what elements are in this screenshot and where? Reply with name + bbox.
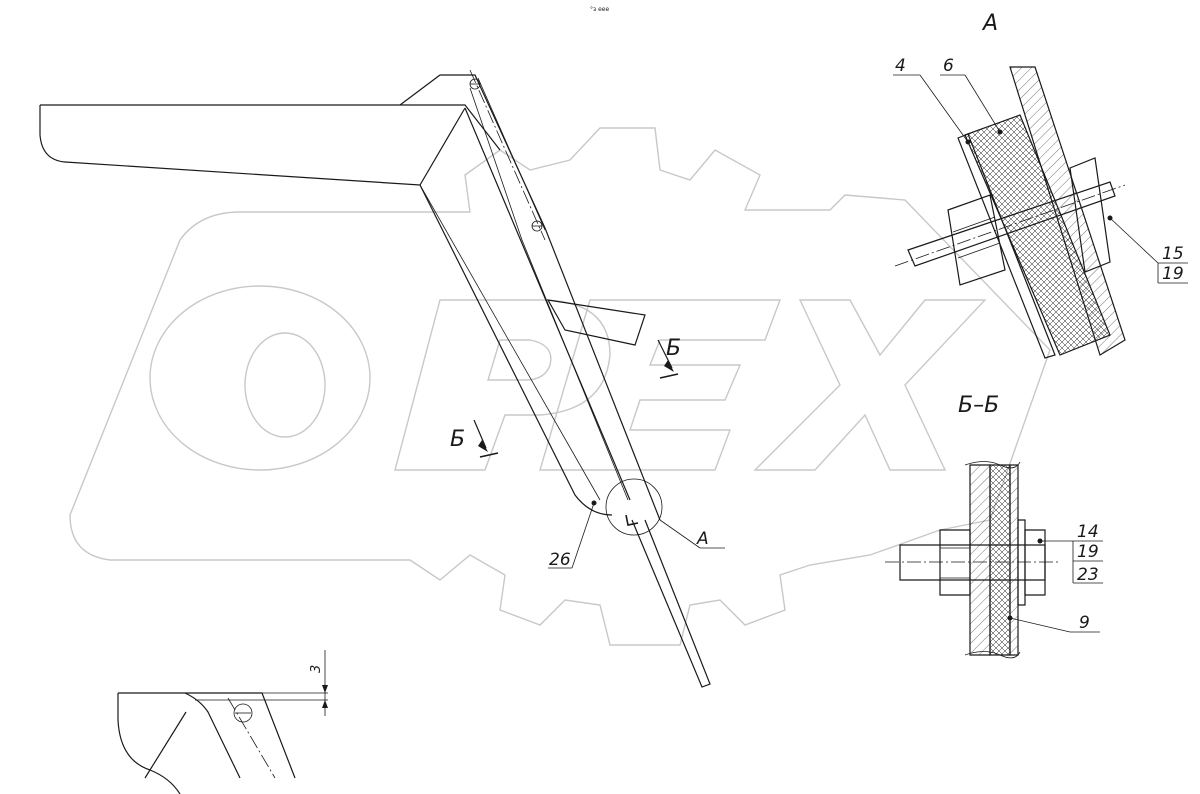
callout-23: 23 <box>1077 565 1099 585</box>
section-bb-view: Б–Б 14 19 23 9 <box>885 393 1103 659</box>
section-plate-left <box>969 464 991 656</box>
header-mark: °з еее <box>590 6 609 13</box>
section-nut <box>939 529 971 596</box>
detail-a-nut <box>947 194 1006 286</box>
watermark-letter-o-inner <box>244 332 326 438</box>
side-bracket <box>546 299 646 346</box>
callout-26-leader <box>571 502 595 569</box>
corner-top-edge <box>118 692 296 779</box>
callout-6: 6 <box>943 56 954 76</box>
detail-a-title: А <box>981 11 998 36</box>
rod-clip <box>625 514 639 526</box>
detail-a-pad <box>964 114 1111 356</box>
callout-15: 15 <box>1162 244 1184 264</box>
main-view-lever: Б Б А 26 <box>39 69 725 688</box>
hole-axis <box>469 69 546 241</box>
section-pad <box>989 464 1011 656</box>
watermark-gear <box>69 127 1051 646</box>
corner-break-line <box>117 693 181 794</box>
section-bolt-head <box>1024 529 1046 596</box>
watermark-letter-x <box>753 299 987 471</box>
detail-a-lever <box>957 133 1056 359</box>
dimension-3: 3 <box>309 665 324 673</box>
detail-a-circle <box>605 478 663 536</box>
detail-a-nut-right <box>1069 157 1111 273</box>
watermark-letter-o-outer <box>149 285 371 471</box>
cut-arrow-1 <box>657 339 673 369</box>
detail-a-ref: А <box>696 529 709 549</box>
section-bb-title: Б–Б <box>958 393 999 418</box>
detail-a-leader <box>659 519 701 549</box>
callout-19-a: 19 <box>1162 264 1184 284</box>
section-plate-right <box>1009 464 1019 656</box>
watermark-letter-e <box>539 299 782 471</box>
corner-hole <box>233 703 253 723</box>
cut-mark-2 <box>479 452 499 458</box>
callout-26: 26 <box>549 550 571 570</box>
callout-14: 14 <box>1077 522 1099 542</box>
callout-19-b: 19 <box>1077 542 1099 562</box>
corner-inner-line <box>144 711 187 779</box>
cut-label-2: Б <box>450 427 465 452</box>
detail-a-bolt <box>907 181 1116 267</box>
watermark-logo <box>69 127 1051 646</box>
lever-inner-edge <box>419 184 601 501</box>
corner-detail-view: 3 <box>117 650 328 794</box>
section-washer <box>1017 519 1026 606</box>
lever-rod <box>631 519 711 688</box>
lever-body <box>399 74 661 521</box>
cut-arrow-2 <box>473 419 487 449</box>
watermark-letter-p <box>394 299 611 471</box>
cut-label-1: Б <box>666 336 681 361</box>
callout-9: 9 <box>1079 613 1090 633</box>
corner-lever-edge <box>184 692 241 779</box>
detail-a-view: А 4 6 15 19 <box>893 11 1188 359</box>
cut-mark-1 <box>659 373 679 379</box>
pedal-arm-outline <box>39 104 501 186</box>
callout-4: 4 <box>895 56 906 76</box>
lever-slot <box>469 77 629 501</box>
